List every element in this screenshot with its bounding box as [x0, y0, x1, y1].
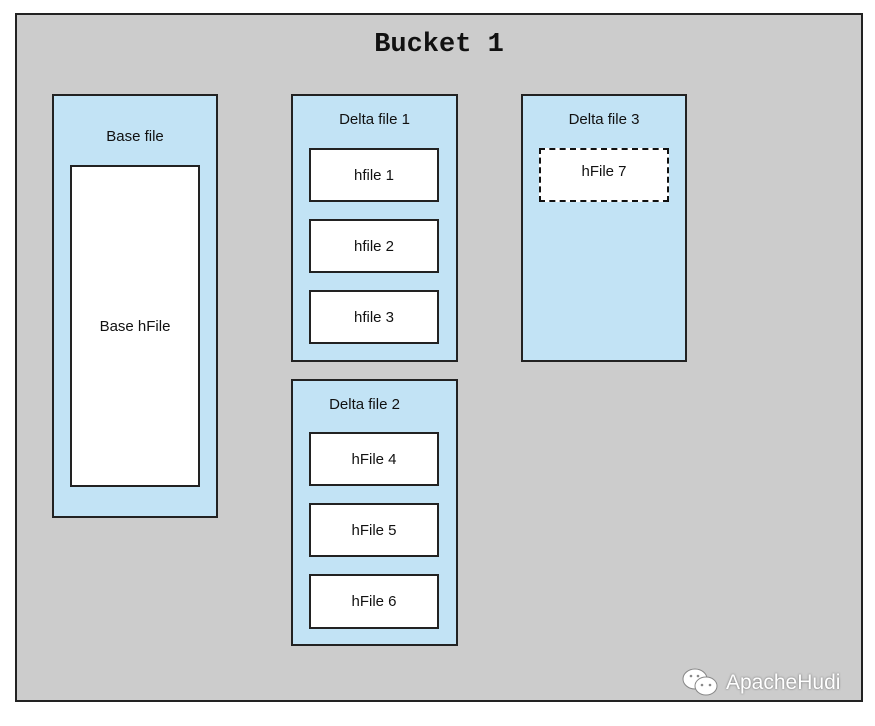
hfile-4: hFile 4 — [309, 432, 439, 486]
hfile-7: hFile 7 — [539, 148, 669, 202]
hfile-2: hfile 2 — [309, 219, 439, 273]
hfile-3: hfile 3 — [309, 290, 439, 344]
hfile-1: hfile 1 — [309, 148, 439, 202]
watermark: ApacheHudi — [682, 668, 840, 698]
delta-file-1-label: Delta file 1 — [339, 111, 410, 128]
delta-file-3-label: Delta file 3 — [568, 111, 640, 128]
bucket-title: Bucket 1 — [374, 30, 504, 60]
hfile-6: hFile 6 — [309, 574, 439, 629]
hfile-5: hFile 5 — [309, 503, 439, 557]
base-file-label: Base file — [106, 128, 164, 145]
wechat-icon — [682, 668, 718, 696]
delta-file-2-label: Delta file 2 — [329, 396, 400, 413]
base-hfile: Base hFile — [70, 165, 200, 487]
delta-file-3: Delta file 3 — [521, 94, 687, 362]
watermark-text: ApacheHudi — [726, 671, 841, 694]
